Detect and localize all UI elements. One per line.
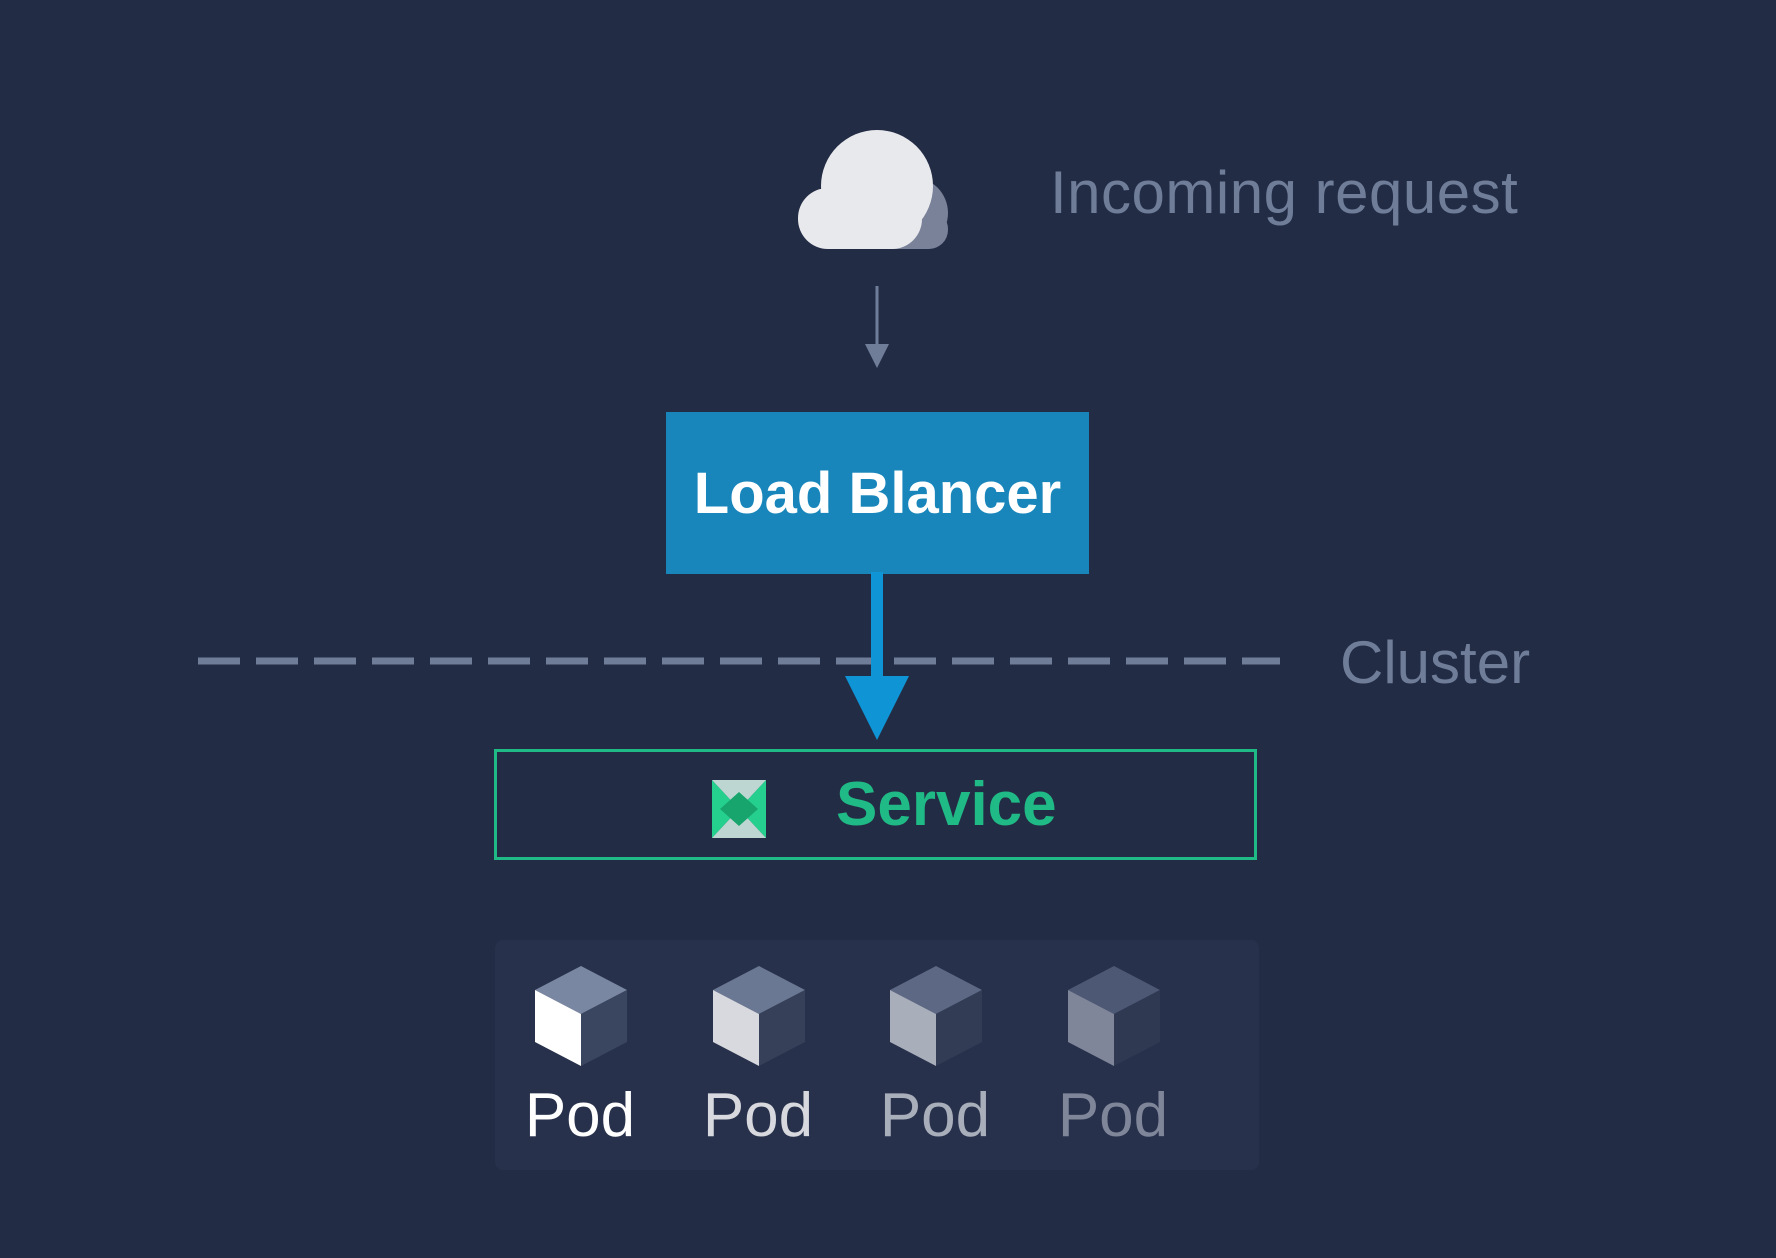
cube-icon xyxy=(713,966,805,1066)
pod-label: Pod xyxy=(1057,1081,1169,1150)
service-icon xyxy=(712,780,766,838)
pod-item: Pod xyxy=(495,940,665,1170)
pod-group: Pod Pod Pod Pod xyxy=(495,940,1259,1170)
pod-label: Pod xyxy=(879,1081,991,1150)
incoming-request-label: Incoming request xyxy=(1050,159,1519,226)
pod-item: Pod xyxy=(1028,940,1198,1170)
request-arrow xyxy=(865,286,889,368)
cloud-icon xyxy=(798,130,948,249)
pod-item: Pod xyxy=(673,940,843,1170)
service-box xyxy=(494,749,1257,860)
cluster-boundary-line xyxy=(198,657,1280,665)
cube-icon xyxy=(890,966,982,1066)
cube-icon xyxy=(1068,966,1160,1066)
service-label: Service xyxy=(836,770,1057,839)
pod-label: Pod xyxy=(524,1081,636,1150)
cube-icon xyxy=(535,966,627,1066)
load-balancer-box: Load Blancer xyxy=(666,412,1089,574)
traffic-arrow xyxy=(845,572,909,740)
load-balancer-label: Load Blancer xyxy=(693,460,1062,526)
pod-item: Pod xyxy=(850,940,1020,1170)
cluster-label: Cluster xyxy=(1340,629,1531,696)
pod-label: Pod xyxy=(702,1081,814,1150)
